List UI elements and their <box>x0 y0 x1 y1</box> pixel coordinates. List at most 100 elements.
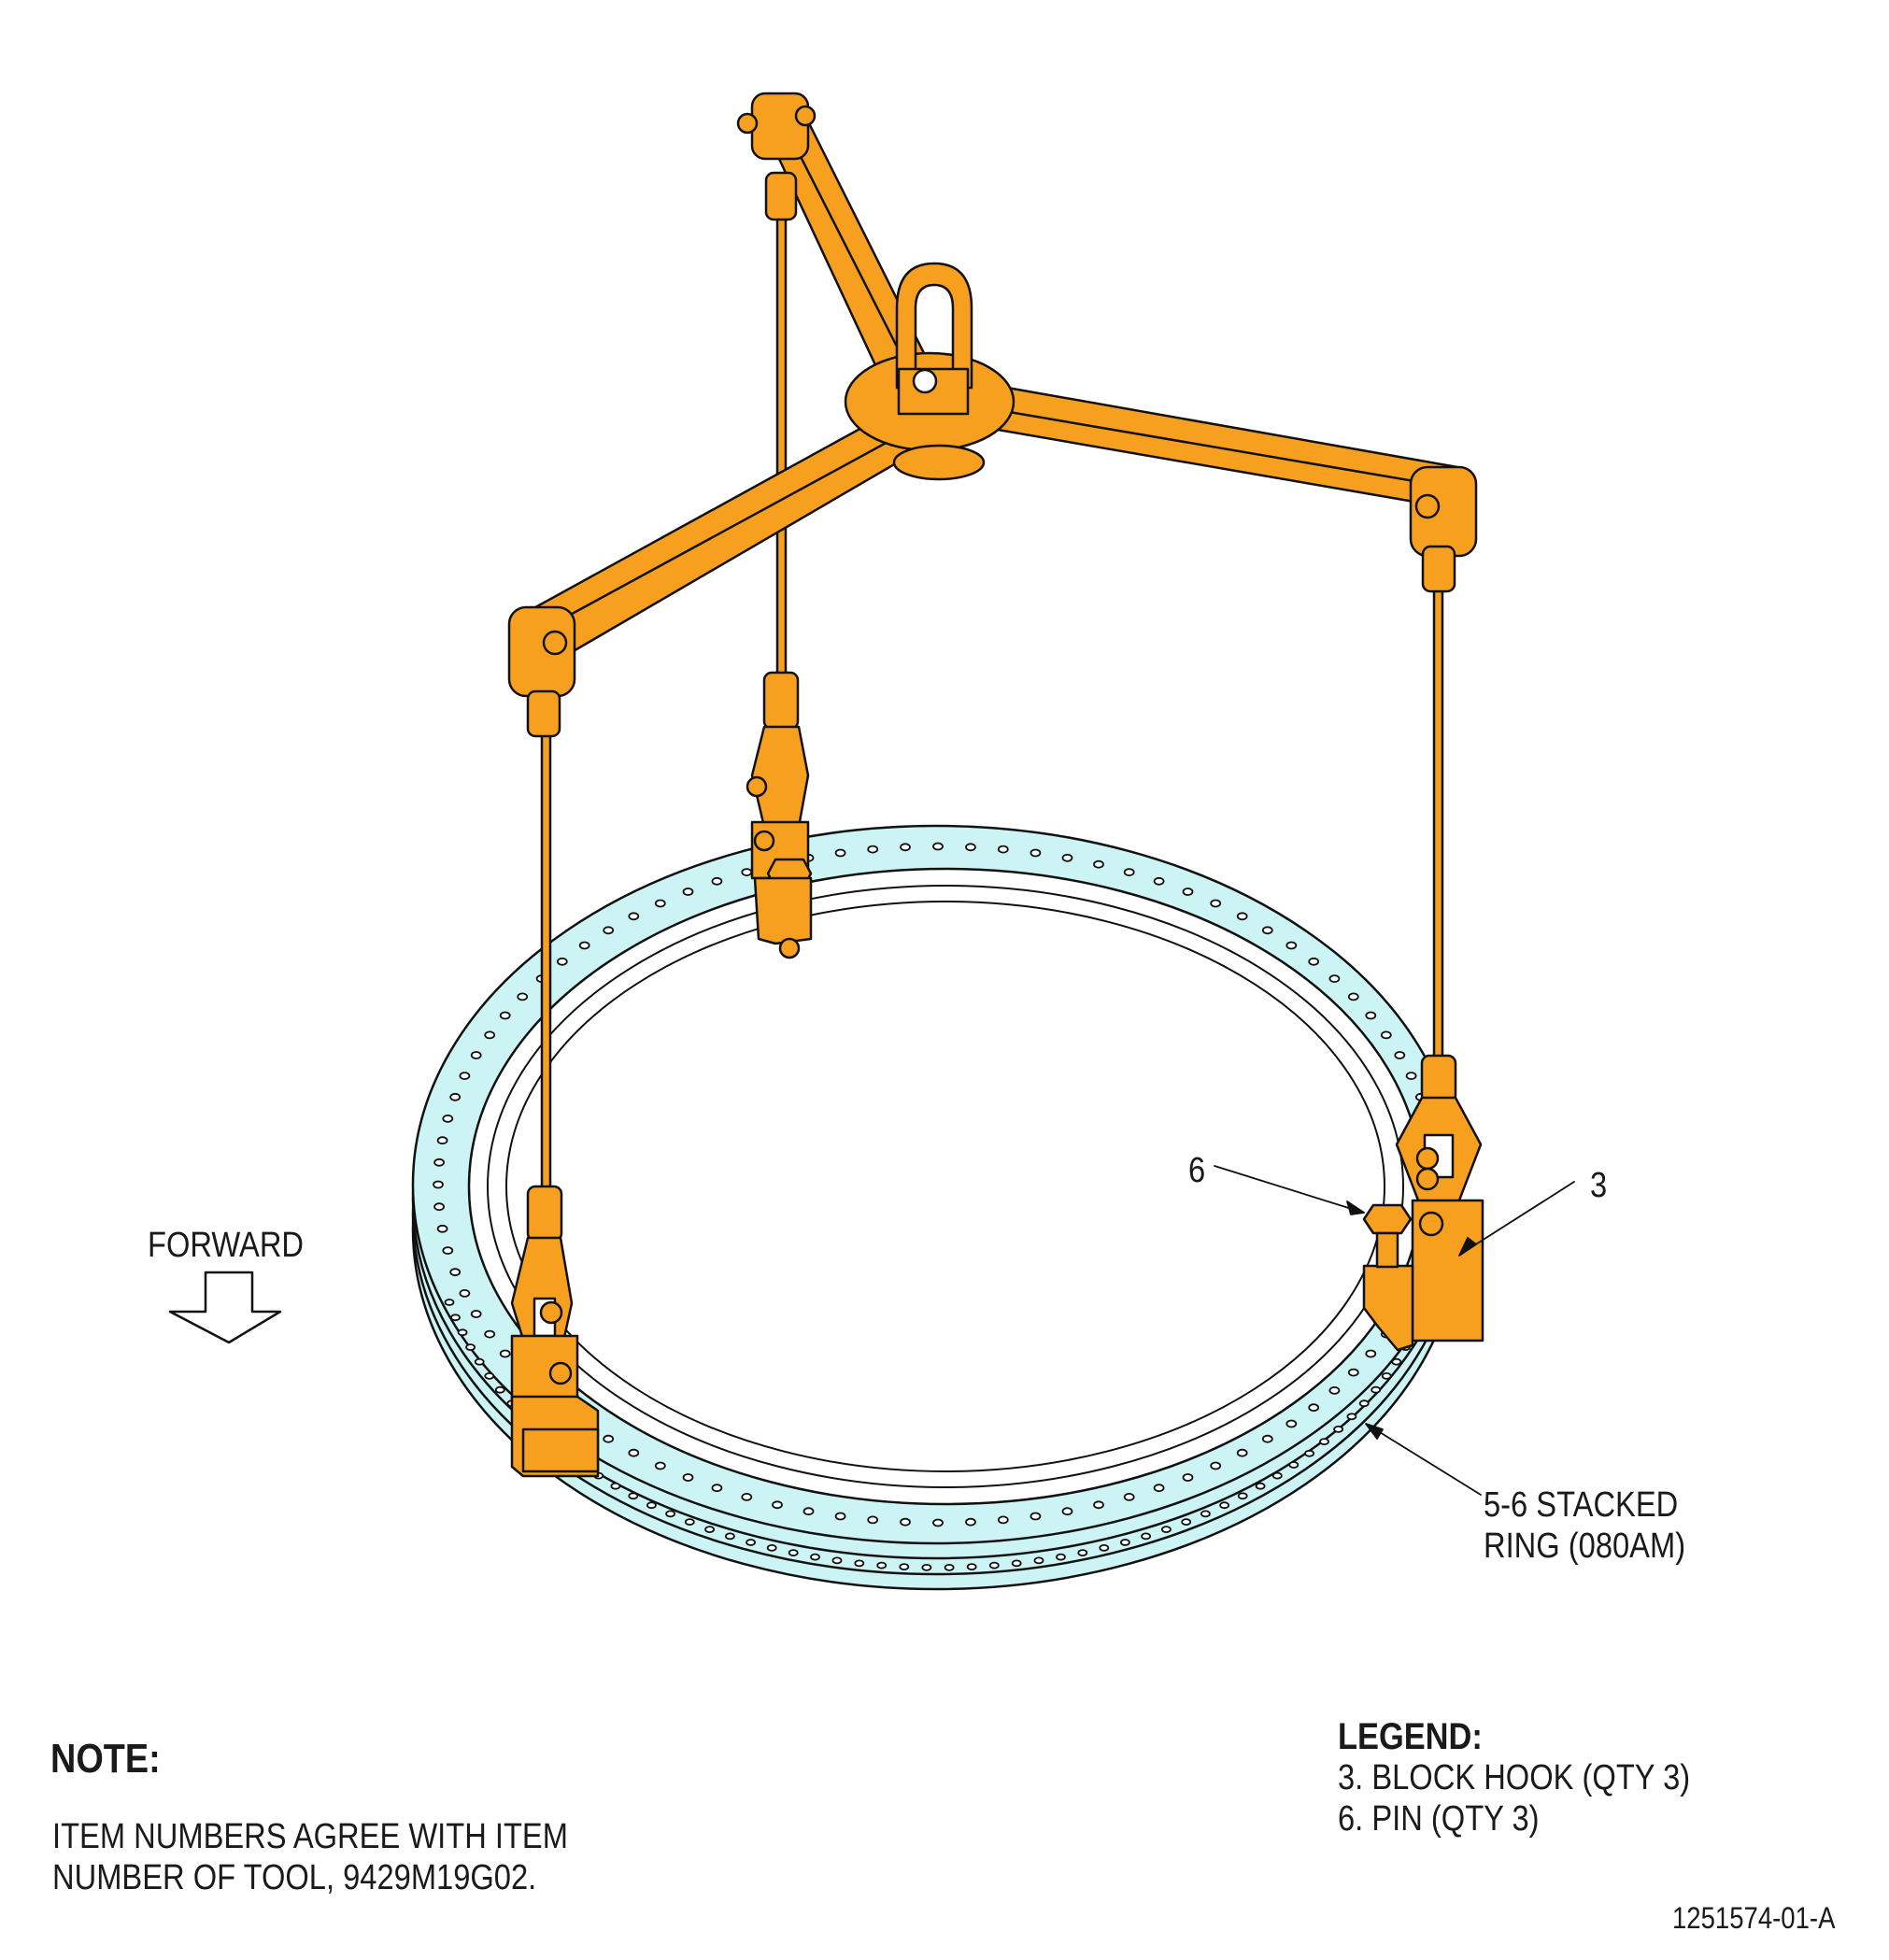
bolt-hole <box>459 1289 471 1298</box>
pin-shank <box>1375 1231 1399 1269</box>
bolt-hole <box>1381 1372 1392 1380</box>
note-title: NOTE: <box>50 1736 161 1782</box>
bolt-hole <box>1285 1419 1298 1428</box>
bolt-hole <box>997 845 1009 854</box>
bolt-hole <box>772 1500 783 1510</box>
bolt-hole <box>1380 1030 1392 1040</box>
bolt-hole <box>704 1526 715 1533</box>
bolt-hole <box>1182 888 1194 896</box>
bolt-hole <box>1255 1482 1266 1490</box>
block-hook-rear <box>746 671 813 959</box>
bolt-hole <box>1210 899 1222 908</box>
bolt-hole <box>900 843 911 852</box>
bolt-hole <box>484 1329 496 1339</box>
bolt-hole <box>470 1310 482 1318</box>
bolt-hole <box>1405 1072 1417 1080</box>
block-hook-left <box>510 1185 600 1478</box>
bolt-hole <box>932 842 944 851</box>
bolt-hole <box>1033 1556 1044 1565</box>
bolt-hole <box>444 1299 455 1306</box>
bolt-hole <box>1093 859 1104 869</box>
bolt-hole <box>449 1268 462 1277</box>
bolt-hole <box>556 957 568 966</box>
bolt-hole <box>944 1564 955 1571</box>
block-hook-right <box>1362 1054 1484 1352</box>
bolt-hole <box>457 1328 468 1337</box>
bolt-hole <box>711 1484 723 1493</box>
bolt-hole <box>788 1549 799 1556</box>
note-line: NUMBER OF TOOL, 9429M19G02. <box>52 1857 537 1897</box>
bolt-hole <box>746 1539 756 1546</box>
bolt-hole <box>628 1448 640 1457</box>
bolt-hole <box>459 1072 471 1080</box>
bolt-hole <box>741 1493 753 1501</box>
spreader-arms <box>517 110 1459 660</box>
bolt-hole <box>1210 1461 1222 1470</box>
bolt-hole <box>1333 1426 1343 1433</box>
bolt-hole <box>834 848 846 858</box>
bolt-hole <box>1153 876 1165 886</box>
bolt-hole <box>899 1563 910 1570</box>
bolt-hole <box>1093 1500 1104 1510</box>
bolt-hole <box>1319 1438 1329 1445</box>
bolt-hole <box>1358 1399 1370 1408</box>
callout-block-hook-number: 3 <box>1590 1166 1608 1205</box>
bolt-hole <box>1308 1403 1320 1413</box>
bolt-hole <box>1346 1413 1357 1421</box>
bolt-hole <box>1371 1385 1382 1394</box>
bolt-hole <box>1099 1544 1110 1552</box>
bolt-hole <box>988 1561 1000 1569</box>
bolt-hole <box>1347 992 1359 1001</box>
bolt-hole <box>1123 1493 1135 1501</box>
legend-item: 3. BLOCK HOOK (QTY 3) <box>1338 1758 1691 1797</box>
bolt-hole <box>834 1512 846 1521</box>
note-body: ITEM NUMBERS AGREE WITH ITEM NUMBER OF T… <box>52 1817 568 1898</box>
arm-end-fittings <box>507 92 1478 738</box>
bolt-hole <box>965 843 976 852</box>
bolt-hole <box>1061 853 1073 862</box>
bolt-hole <box>1236 1448 1248 1457</box>
bolt-hole <box>810 1553 820 1561</box>
bolt-hole <box>1011 1559 1022 1568</box>
bolt-hole <box>711 876 723 886</box>
bolt-hole <box>1182 1473 1194 1482</box>
bolt-hole <box>474 1357 485 1366</box>
bolt-hole <box>1304 1449 1314 1457</box>
bolt-hole <box>1365 1349 1377 1358</box>
bolt-hole <box>433 1158 446 1167</box>
bolt-hole <box>965 1517 976 1527</box>
bolt-hole <box>1056 1553 1066 1561</box>
bolt-hole <box>610 1482 621 1490</box>
bolt-hole <box>450 1314 461 1322</box>
bolt-hole <box>1120 1539 1130 1546</box>
bolt-hole <box>854 1559 865 1568</box>
bolt-hole <box>578 941 590 950</box>
drawing-number: 1251574-01-A <box>1672 1901 1836 1935</box>
ring-label-line1: 5-6 STACKED <box>1484 1485 1679 1525</box>
bolt-hole <box>682 1473 694 1482</box>
bolt-hole <box>932 1518 944 1527</box>
bolt-hole <box>867 1515 879 1525</box>
bolt-hole <box>494 1385 505 1394</box>
bolt-hole <box>1288 1461 1300 1469</box>
bolt-hole <box>725 1532 735 1541</box>
bolt-hole <box>831 1556 843 1565</box>
bolt-hole <box>1123 868 1135 876</box>
bolt-hole <box>442 1246 454 1255</box>
bolt-hole <box>654 899 666 908</box>
note-line: ITEM NUMBERS AGREE WITH ITEM <box>52 1817 568 1856</box>
bolt-hole <box>470 1051 482 1059</box>
stacked-ring <box>411 824 1461 1591</box>
bolt-hole <box>436 1136 448 1145</box>
bolt-hole <box>1308 957 1320 966</box>
legend-list: 3. BLOCK HOOK (QTY 3) 6. PIN (QTY 3) <box>1338 1758 1690 1839</box>
bolt-hole <box>1347 1368 1359 1377</box>
bolt-hole <box>1219 1501 1229 1510</box>
bolt-hole <box>499 1349 511 1358</box>
bolt-hole <box>1237 1492 1248 1500</box>
bolt-hole <box>1365 1011 1377 1020</box>
bolt-hole <box>867 845 879 854</box>
leader-lines <box>1214 1165 1575 1496</box>
bolt-hole <box>449 1092 462 1101</box>
